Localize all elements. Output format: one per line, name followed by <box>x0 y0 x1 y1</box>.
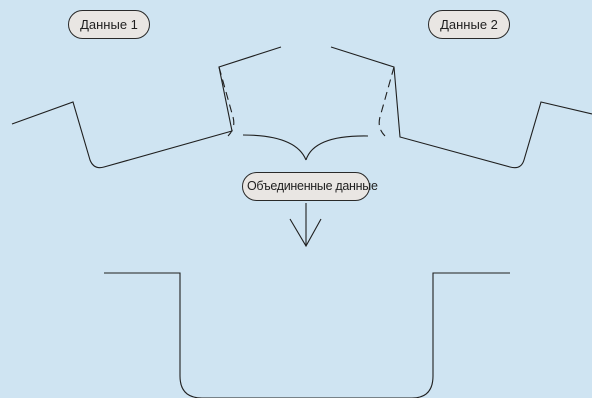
merge-curve-right <box>305 135 369 161</box>
source-1-label: Данные 1 <box>68 10 150 39</box>
merged-data-label: Объединенные данные <box>242 172 378 201</box>
left-container-lid <box>218 66 235 137</box>
left-container-outline <box>11 46 282 169</box>
right-container-lid <box>378 66 395 137</box>
right-container-outline <box>330 46 592 169</box>
merge-curve-left <box>242 134 307 161</box>
source-2-label: Данные 2 <box>428 10 510 39</box>
merged-container-outline <box>104 272 510 398</box>
arrow-head <box>289 218 322 248</box>
